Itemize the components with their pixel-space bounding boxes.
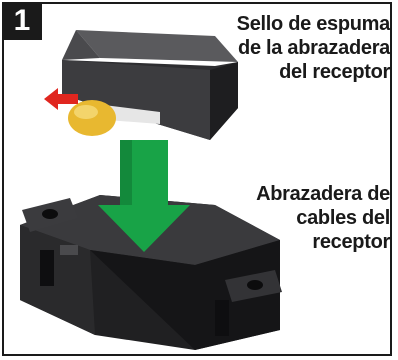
cable-clamp-label: Abrazadera de cables del receptor — [240, 182, 390, 254]
receiver-cable-clamp — [20, 195, 282, 350]
cable-clamp-label-line-1: Abrazadera de — [256, 183, 390, 205]
step-number-badge: 1 — [2, 2, 42, 40]
foam-seal-label-line-1: Sello de espuma — [236, 13, 391, 35]
foam-seal-label-line-3: del receptor — [279, 61, 390, 83]
foam-seal-label-line-2: de la abrazadera — [238, 37, 390, 59]
foam-seal-block — [62, 30, 238, 140]
green-down-arrow-icon — [98, 140, 190, 252]
foam-seal-label: Sello de espuma de la abrazadera del rec… — [220, 12, 391, 84]
cable-clamp-label-line-3: receptor — [312, 231, 390, 253]
cable-clamp-label-line-2: cables del — [296, 207, 390, 229]
peel-backing-tab — [68, 100, 160, 136]
step-number: 1 — [13, 4, 31, 37]
red-peel-arrow-icon — [44, 88, 78, 110]
